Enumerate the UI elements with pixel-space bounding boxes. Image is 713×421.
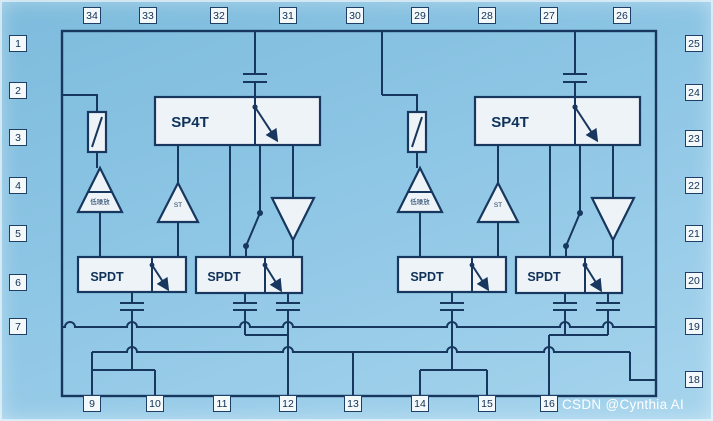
spdt2-switch-icon: [264, 264, 283, 293]
spdt2-label: SPDT: [207, 270, 241, 284]
sp4t-left-block: [153, 95, 322, 147]
right-lna-path-line: [416, 152, 421, 257]
spdt2-block: [194, 255, 304, 295]
series-switch-left-bottom-dot: [243, 243, 249, 249]
pin-20: 20: [685, 272, 703, 289]
pin-27: 27: [540, 7, 558, 24]
wiring-layer: [62, 31, 656, 396]
attenuator-right-diagonal: [411, 116, 423, 148]
lna-right-label: 低噪放: [410, 197, 430, 206]
lna-amp-right-triangle: [396, 165, 444, 214]
pin-1: 1: [9, 35, 27, 52]
sp4t-right-contact-dot: [572, 104, 578, 110]
sp4t-left-contact-dot: [252, 104, 258, 110]
series-switch-right-top-dot: [577, 210, 583, 216]
series-switch-left-top-dot: [257, 210, 263, 216]
pin-9: 9: [83, 395, 101, 412]
left-lna-path-line: [96, 152, 101, 257]
spdt1-label: SPDT: [90, 270, 124, 284]
driver-left-label: ST: [174, 202, 182, 209]
pin-26: 26: [613, 7, 631, 24]
sp4t-right-label: SP4T: [491, 114, 529, 131]
left-spdt2-capacitors: [233, 293, 300, 396]
spdt3-block: [396, 255, 508, 294]
label-layer: SP4T SP4T SPDT SPDT SPDT SPDT 低噪放 ST 低噪放…: [90, 114, 561, 284]
pin-14: 14: [411, 395, 429, 412]
sp4t-left-switch-icon: [254, 106, 279, 143]
spdt1-contact-dot: [149, 262, 155, 268]
sp4t-right-block: [473, 95, 642, 147]
block-layer: [76, 95, 642, 295]
attenuator-left-diagonal: [91, 116, 103, 148]
bus-line-upper: [62, 321, 656, 328]
pin-29: 29: [411, 7, 429, 24]
output-amp-right-triangle: [590, 196, 636, 243]
pin-13: 13: [344, 395, 362, 412]
pin-12: 12: [279, 395, 297, 412]
series-switch-left-icon: [245, 212, 261, 247]
pin-4: 4: [9, 177, 27, 194]
left-bottom-pin-link: [92, 369, 156, 396]
output-amp-left-triangle: [270, 196, 316, 243]
pin-18: 18: [685, 371, 703, 388]
right-bottom-pin-link: [419, 369, 488, 396]
right-input-capacitor-line: [563, 31, 587, 97]
pin-5: 5: [9, 225, 27, 242]
pin-16: 16: [540, 395, 558, 412]
pin-22: 22: [685, 177, 703, 194]
pin-30: 30: [346, 7, 364, 24]
spdt3-switch-icon: [471, 264, 490, 292]
pin-21: 21: [685, 225, 703, 242]
pin-6: 6: [9, 274, 27, 291]
spdt3-label: SPDT: [410, 270, 444, 284]
right-attenuator-feed-line: [381, 31, 418, 112]
driver-amp-right-triangle: [476, 180, 520, 224]
driver-right-label: ST: [494, 202, 502, 209]
spdt4-contact-dot: [582, 262, 588, 268]
pin-11: 11: [213, 395, 231, 412]
die-outline: [60, 29, 658, 398]
pin-25: 25: [685, 35, 703, 52]
lna-left-label: 低噪放: [90, 197, 110, 206]
bus-line-lower: [91, 346, 656, 396]
pin-24: 24: [685, 84, 703, 101]
spdt4-switch-icon: [584, 264, 603, 293]
pin-15: 15: [478, 395, 496, 412]
pin-23: 23: [685, 130, 703, 147]
pin-2: 2: [9, 82, 27, 99]
right-spdt4-capacitors: [548, 293, 620, 396]
pin-32: 32: [210, 7, 228, 24]
watermark: CSDN @Cynthia AI: [562, 397, 685, 412]
pin-3: 3: [9, 129, 27, 146]
lna-amp-left-triangle: [76, 165, 124, 214]
pin-33: 33: [139, 7, 157, 24]
driver-amp-left-triangle: [156, 180, 200, 224]
sp4t-right-switch-icon: [574, 106, 599, 143]
pin-34: 34: [83, 7, 101, 24]
spdt2-contact-dot: [262, 262, 268, 268]
spdt1-switch-icon: [151, 264, 170, 292]
pin-19: 19: [685, 318, 703, 335]
left-attenuator-feed-line: [62, 94, 98, 112]
spdt3-contact-dot: [469, 262, 475, 268]
series-switch-right-bottom-dot: [563, 243, 569, 249]
pin-7: 7: [9, 318, 27, 335]
contact-dot-layer: [149, 104, 588, 268]
pin-28: 28: [478, 7, 496, 24]
sp4t-left-label: SP4T: [171, 114, 209, 131]
left-spdt1-ground-capacitor: [120, 292, 144, 370]
series-switch-right-icon: [565, 212, 581, 247]
spdt4-label: SPDT: [527, 270, 561, 284]
pin-31: 31: [279, 7, 297, 24]
spdt4-block: [514, 255, 624, 295]
left-input-capacitor-line: [243, 31, 267, 97]
pin-10: 10: [146, 395, 164, 412]
right-spdt3-ground-capacitor: [440, 292, 464, 370]
